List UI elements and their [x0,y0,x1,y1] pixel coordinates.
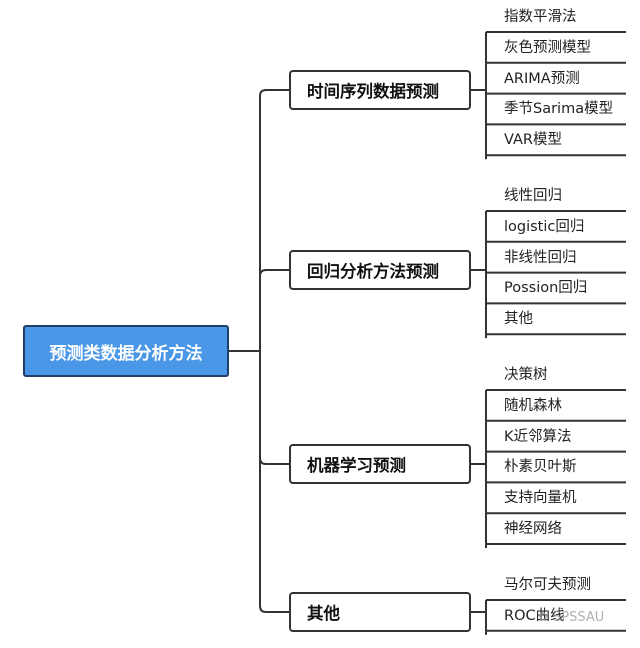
leaf-item[interactable]: 非线性回归 [504,249,577,266]
leaf-item[interactable]: 支持向量机 [504,490,577,507]
branch-connector-2 [259,269,289,277]
branch-node-3[interactable]: 机器学习预测 [289,444,471,484]
leaf-item[interactable]: 指数平滑法 [504,9,577,25]
branch-node-2[interactable]: 回归分析方法预测 [289,250,471,290]
leaf-item[interactable]: ROC曲线 [504,607,565,624]
branch-connector-3 [259,457,289,465]
leaf-item[interactable]: 随机森林 [504,397,562,414]
leaf-item[interactable]: K近邻算法 [504,428,572,445]
leaf-item[interactable]: 马尔可夫预测 [504,577,591,593]
leaf-item[interactable]: 季节Sarima模型 [504,101,614,118]
wechat-icon: ✿ [538,610,554,625]
leaf-item[interactable]: 其他 [504,311,533,328]
leaf-item[interactable]: Possion回归 [504,280,588,297]
leaf-item[interactable]: 神经网络 [504,521,562,537]
leaf-item[interactable]: ARIMA预测 [504,70,580,87]
branch-node-4[interactable]: 其他 [289,592,471,632]
leaf-item[interactable]: 决策树 [504,367,548,383]
branch-node-1[interactable]: 时间序列数据预测 [289,70,471,110]
leaf-item[interactable]: 朴素贝叶斯 [504,459,577,476]
root-node[interactable]: 预测类数据分析方法 [23,325,229,377]
branch-connector-1 [259,89,289,97]
leaf-item[interactable]: 线性回归 [504,188,562,204]
watermark-text: SPSSAU [553,610,605,625]
leaf-item[interactable]: logistic回归 [504,218,585,235]
leaf-item[interactable]: VAR模型 [504,132,562,149]
watermark: ✿ SPSSAU [538,610,604,625]
leaf-item[interactable]: 灰色预测模型 [504,39,591,56]
branch-connector-4 [259,605,289,613]
